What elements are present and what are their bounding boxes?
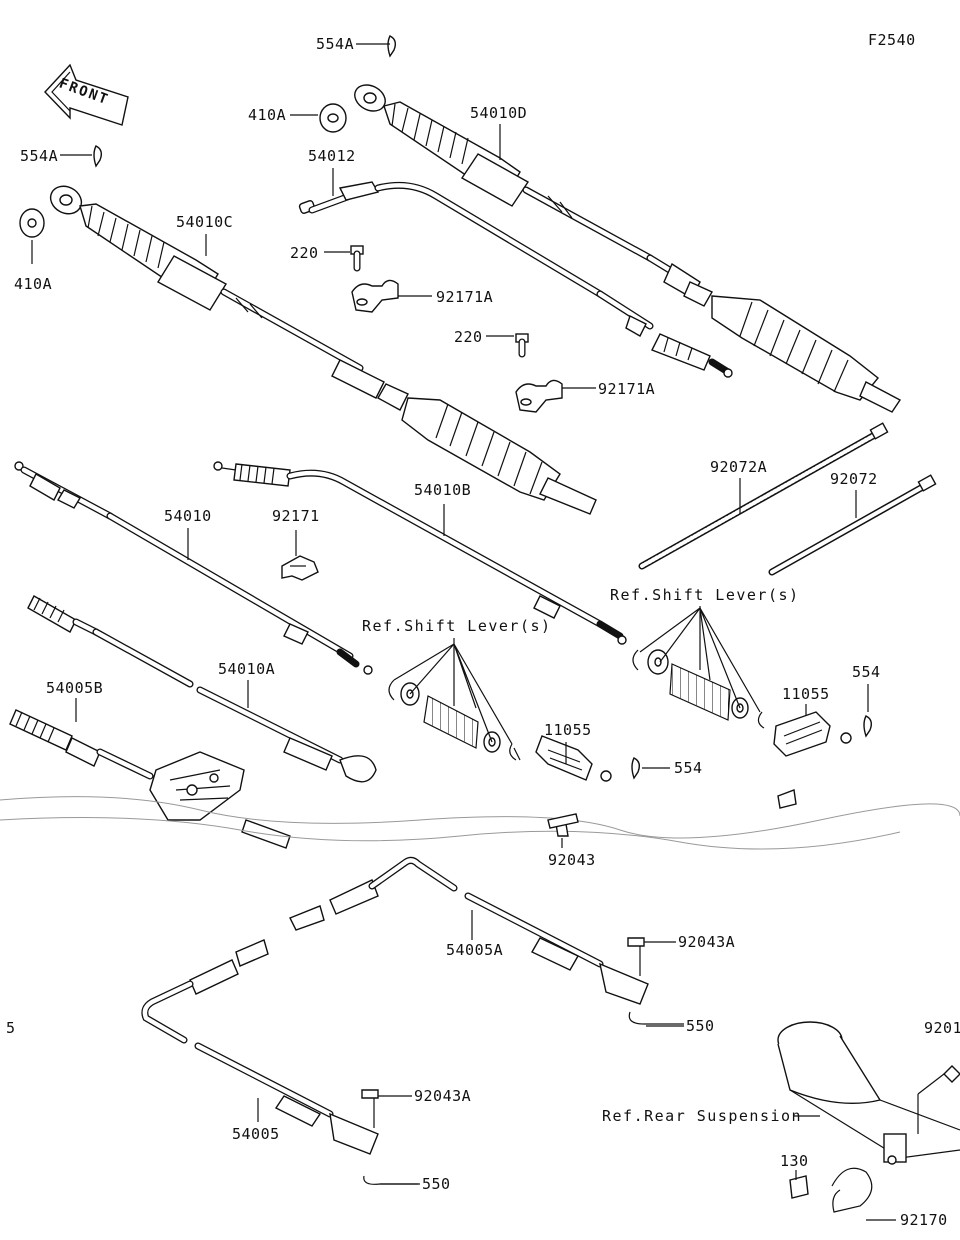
part-label-410A-left: 410A xyxy=(14,275,53,293)
washer-410A-left xyxy=(19,208,45,238)
rear-suspension-arm xyxy=(777,1021,960,1213)
part-label-550-b: 550 xyxy=(422,1175,451,1193)
part-label-11055-right: 11055 xyxy=(782,685,830,703)
part-label-92072A: 92072A xyxy=(710,458,768,476)
part-label-554-middle: 554 xyxy=(674,759,703,777)
part-label-220-b: 220 xyxy=(454,328,483,346)
clip-92171 xyxy=(281,555,319,581)
part-label-54010A: 54010A xyxy=(218,660,276,678)
clamp-92171A-a xyxy=(351,279,399,313)
cable-54010C xyxy=(49,185,597,515)
part-label-54010B: 54010B xyxy=(414,481,472,499)
part-label-54012: 54012 xyxy=(308,147,356,165)
part-label-92171A-b: 92171A xyxy=(598,380,656,398)
part-label-92072: 92072 xyxy=(830,470,878,488)
part-label-54005B: 54005B xyxy=(46,679,104,697)
part-label-54010C: 54010C xyxy=(176,213,234,231)
part-label-410A-top: 410A xyxy=(248,106,287,124)
cable-54010D xyxy=(354,84,902,413)
ref-label-shift-lever-right: Ref.Shift Lever(s) xyxy=(610,586,800,604)
part-label-554-right: 554 xyxy=(852,663,881,681)
part-label-92171: 92171 xyxy=(272,507,320,525)
cable-54012 xyxy=(298,181,733,378)
part-label-220-a: 220 xyxy=(290,244,319,262)
part-label-130: 130 xyxy=(780,1152,809,1170)
cable-tie-92072A xyxy=(638,422,889,570)
figure-code-label: F2540 xyxy=(868,31,916,49)
part-label-554A-left: 554A xyxy=(20,147,59,165)
part-label-92043A-a: 92043A xyxy=(678,933,736,951)
cable-54005B xyxy=(9,709,291,849)
clamp-92171A-b xyxy=(515,379,563,413)
cable-tie-92072 xyxy=(768,474,937,576)
part-label-54005A: 54005A xyxy=(446,941,504,959)
ref-label-rear-suspension: Ref.Rear Suspension xyxy=(602,1107,803,1125)
part-label-92171A-a: 92171A xyxy=(436,288,494,306)
part-label-54010D: 54010D xyxy=(470,104,528,122)
pin-554A-left xyxy=(93,145,103,168)
cable-54005 xyxy=(141,939,420,1185)
cable-54010 xyxy=(14,461,373,675)
part-label-11055-left: 11055 xyxy=(544,721,592,739)
shift-lever-group-right xyxy=(632,649,852,809)
bolt-220-b xyxy=(515,333,529,358)
part-label-550-a: 550 xyxy=(686,1017,715,1035)
part-label-92170: 92170 xyxy=(900,1211,948,1229)
shift-lever-group-left xyxy=(388,679,612,837)
bolt-220-a xyxy=(350,245,364,272)
pin-554-middle xyxy=(631,757,641,780)
part-label-54010: 54010 xyxy=(164,507,212,525)
leader-lines xyxy=(31,43,945,1221)
cable-54010A xyxy=(27,595,377,783)
part-label-54005: 54005 xyxy=(232,1125,280,1143)
faded-background-artwork xyxy=(0,796,960,850)
front-arrow-icon xyxy=(44,63,129,126)
left-edge-fragment: 5 xyxy=(6,1019,16,1037)
right-edge-fragment: 9201 xyxy=(924,1019,960,1037)
cable-54010B xyxy=(213,461,627,645)
part-label-92043: 92043 xyxy=(548,851,596,869)
cable-54005A xyxy=(289,856,684,1025)
part-label-92043A-b: 92043A xyxy=(414,1087,472,1105)
pin-554-right xyxy=(863,715,873,738)
pin-554A-top xyxy=(387,35,397,58)
ref-label-shift-lever-left: Ref.Shift Lever(s) xyxy=(362,617,552,635)
washer-410A-top xyxy=(319,103,347,133)
part-label-554A-top: 554A xyxy=(316,35,355,53)
